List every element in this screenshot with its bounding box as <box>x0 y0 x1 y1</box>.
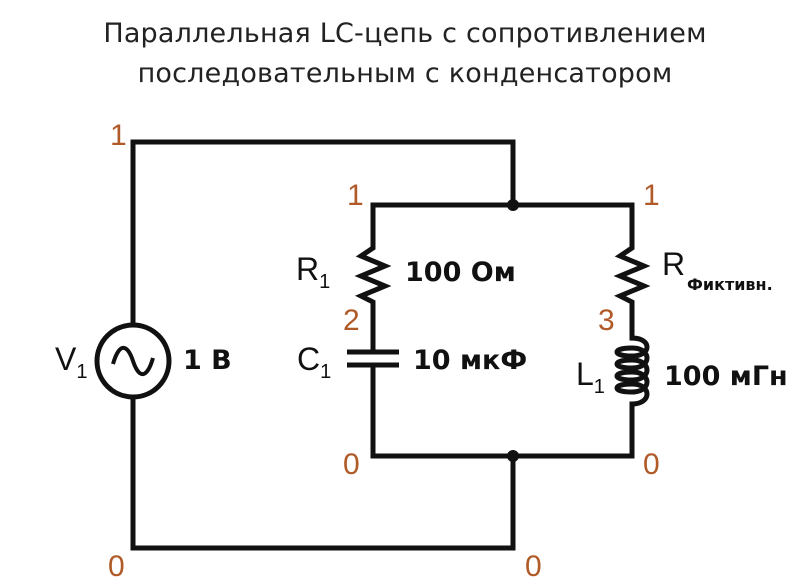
r1-label: R1 <box>296 251 330 293</box>
capacitor-c1 <box>347 349 399 368</box>
source-value: 1 В <box>183 345 232 376</box>
r-fictive-label: R <box>662 246 685 282</box>
junction-dot-top <box>507 199 519 211</box>
node-label-bottom-mid: 0 <box>525 550 542 580</box>
branch-top-rail <box>370 202 635 243</box>
l1-label: L1 <box>576 356 605 398</box>
r-fictive-subscript: Фиктивн. <box>687 275 773 294</box>
node-label-branch-right-bottom: 0 <box>643 448 660 481</box>
junction-dot-bottom <box>507 450 519 462</box>
resistor-r-fictive <box>613 237 651 311</box>
diagram-title-line-2: последовательным с конденсатором <box>137 58 673 89</box>
c1-label: C1 <box>297 341 331 383</box>
node-label-mid-left: 2 <box>343 304 360 337</box>
source-label: V1 <box>55 341 87 383</box>
outer-wire-left-bottom <box>130 394 516 551</box>
inductor-l1 <box>614 335 650 413</box>
node-label-bottom-left: 0 <box>108 550 125 580</box>
node-label-top-left: 1 <box>110 119 127 152</box>
r1-value: 100 Ом <box>405 257 516 288</box>
node-label-mid-right: 3 <box>598 304 615 337</box>
resistor-r1 <box>354 237 392 311</box>
ac-voltage-source <box>94 322 172 400</box>
node-label-branch-left-top: 1 <box>347 179 364 212</box>
branch-bottom-rail <box>370 362 635 459</box>
node-label-branch-right-top: 1 <box>643 179 660 212</box>
l1-value: 100 мГн <box>664 361 788 392</box>
outer-wire-left-top <box>130 139 516 328</box>
diagram-title-line-1: Параллельная LC-цепь с сопротивлением <box>103 18 707 49</box>
node-label-branch-left-bottom: 0 <box>343 448 360 481</box>
sine-wave-icon <box>111 345 155 377</box>
c1-value: 10 мкФ <box>413 345 527 376</box>
